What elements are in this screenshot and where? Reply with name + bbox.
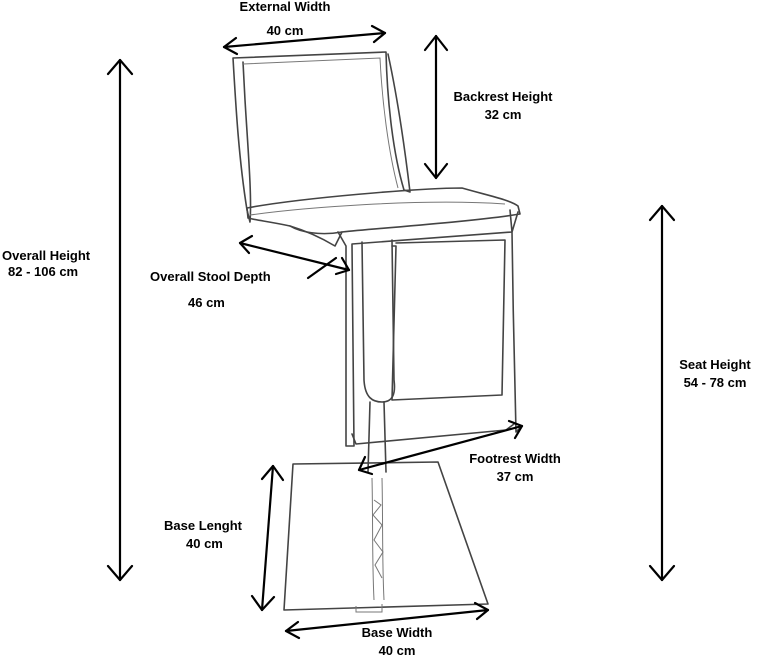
base-length-label: Base Lenght 40 cm — [164, 518, 242, 552]
footrest-frame — [351, 239, 515, 445]
footrest-width-value: 37 cm — [496, 469, 534, 484]
backrest-height-name: Backrest Height — [453, 89, 553, 104]
backrest-outline — [232, 51, 411, 223]
backrest-height-value: 32 cm — [484, 107, 522, 122]
overall-height-name: Overall Height — [2, 248, 91, 263]
gas-column — [361, 239, 396, 403]
footrest-width-name: Footrest Width — [469, 451, 561, 466]
seat-height-label: Seat Height 54 - 78 cm — [665, 357, 757, 391]
seat-height-name: Seat Height — [679, 357, 751, 372]
base-width-value: 40 cm — [378, 643, 416, 658]
base-width-name: Base Width — [361, 625, 433, 640]
seat-support-frame — [337, 209, 523, 447]
base-length-name: Base Lenght — [164, 518, 243, 533]
footrest-width-label: Footrest Width 37 cm — [455, 451, 575, 485]
external-width-name: External Width — [239, 0, 331, 14]
seat-height-arrow — [648, 204, 676, 582]
overall-stool-depth-value: 46 cm — [188, 295, 225, 310]
base-length-arrow — [250, 464, 285, 612]
external-width-arrow — [222, 24, 387, 56]
overall-stool-depth-arrow — [238, 234, 351, 280]
footrest-width-arrow — [357, 419, 524, 476]
overall-height-arrow — [106, 58, 134, 582]
stool-sketch — [232, 51, 523, 613]
base-width-label: Base Width 40 cm — [337, 625, 457, 659]
base-length-value: 40 cm — [186, 536, 223, 551]
external-width-label: External Width 40 cm — [220, 0, 350, 39]
backrest-height-label: Backrest Height 32 cm — [438, 89, 568, 123]
backrest-height-arrow — [423, 34, 449, 180]
overall-stool-depth-name: Overall Stool Depth — [150, 269, 271, 284]
seat-height-value: 54 - 78 cm — [683, 375, 747, 390]
overall-height-label: Overall Height 82 - 106 cm — [2, 248, 90, 280]
overall-stool-depth-label: Overall Stool Depth 46 cm — [150, 269, 271, 311]
external-width-value: 40 cm — [266, 23, 304, 38]
overall-height-value: 82 - 106 cm — [8, 264, 79, 279]
base-width-arrow — [284, 601, 490, 640]
